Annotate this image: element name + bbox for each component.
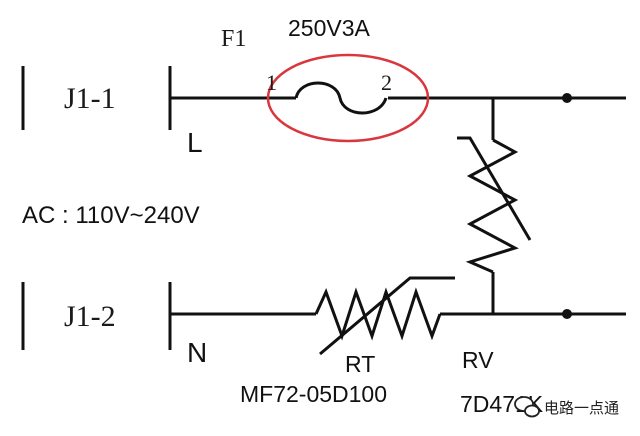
fuse-f1: F1 250V3A 1 2	[221, 15, 430, 143]
fuse-symbol	[294, 81, 388, 115]
fuse-highlight-circle	[266, 53, 430, 143]
thermistor-ref-label: RT	[345, 351, 375, 377]
line-label-n: N	[187, 337, 207, 368]
fuse-pin1-label: 1	[266, 70, 277, 95]
varistor-slash	[457, 136, 532, 241]
connector-j1-1-label: J1-1	[64, 82, 116, 115]
line-label-l: L	[187, 127, 203, 158]
ac-input-label: AC : 110V~240V	[22, 202, 200, 229]
junction-dot	[562, 93, 572, 103]
connector-j1-2-label: J1-2	[64, 300, 116, 333]
thermistor-rt: RT MF72-05D100	[240, 276, 455, 407]
thermistor-slash	[319, 276, 455, 356]
connector-j1-1: J1-1	[21, 66, 172, 130]
varistor-rv: RV 7D471K	[457, 98, 544, 417]
line-wire-l	[170, 93, 626, 103]
fuse-ref-label: F1	[221, 26, 246, 52]
thermistor-zigzag	[314, 287, 442, 341]
connector-j1-2: J1-2	[21, 282, 172, 350]
fuse-pin2-label: 2	[381, 70, 392, 95]
varistor-zigzag	[465, 138, 519, 274]
neutral-wire-n	[170, 309, 626, 319]
wechat-icon	[514, 396, 540, 418]
varistor-ref-label: RV	[462, 347, 494, 373]
watermark-text: 电路一点通	[544, 399, 619, 417]
thermistor-part-label: MF72-05D100	[240, 381, 387, 407]
junction-dot	[562, 309, 572, 319]
fuse-rating-label: 250V3A	[288, 15, 371, 41]
watermark: 电路一点通	[514, 396, 619, 418]
